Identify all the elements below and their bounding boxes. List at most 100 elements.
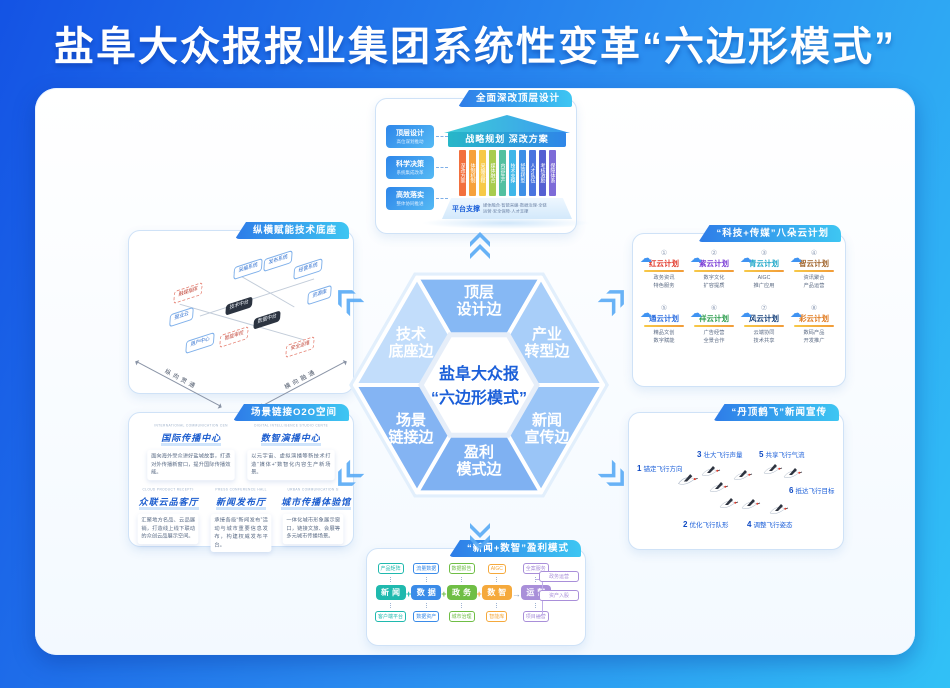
temple-base: 平台支撑 媒体融合·智能采编·数据治理·全链运营·安全保障·人才支撑 xyxy=(442,198,572,219)
design-box-sub: 系统集成改革 xyxy=(396,170,424,176)
crane-label-text: 共享飞行气流 xyxy=(765,452,805,459)
card-tab: 全面深改顶层设计 xyxy=(457,90,572,107)
flow-top-box: 数据报告 xyxy=(448,563,475,574)
crane-icon xyxy=(783,467,803,479)
base-text: 媒体融合·智能采编·数据治理·全链运营·安全保障·人才支撑 xyxy=(483,202,547,214)
cloud-number: ② xyxy=(710,250,718,257)
cloud-line: 特色服务 xyxy=(653,283,675,290)
arrow-up-icon xyxy=(470,232,490,259)
flow-connector: + xyxy=(476,588,482,599)
crane-icon xyxy=(701,465,721,477)
cloud-item: ☁ ④ 智云计划 资讯聚合 产品运营 xyxy=(790,250,837,291)
outcome-box: 政务运营 xyxy=(539,571,579,582)
flow-block: 数智 xyxy=(481,584,512,600)
flow-block: 政务 xyxy=(446,585,477,600)
crane-label-num: 2 xyxy=(683,520,688,529)
cloud-underline xyxy=(694,324,734,327)
tech-node: 资源库 xyxy=(307,284,332,305)
pillar: 采编流程 xyxy=(478,150,486,196)
cloud-number: ④ xyxy=(810,250,818,257)
pillar: 技术支撑 xyxy=(508,150,516,196)
section-en: INTERNATIONAL COMMUNICATION CENTER xyxy=(154,423,228,428)
design-box-sub: 高位谋划推动 xyxy=(396,139,424,145)
axis-line xyxy=(260,360,346,407)
cloud-underline xyxy=(644,324,684,327)
section-title: 城市传播体验馆 xyxy=(281,497,352,511)
flow-bottom-box: 数据资产 xyxy=(413,611,440,622)
edge-se: 新闻宣传边 xyxy=(524,411,570,446)
temple-roof-title: 战略规划 深改方案 xyxy=(448,132,566,147)
crane-label-num: 4 xyxy=(747,520,752,529)
pillar: 保障体系 xyxy=(548,150,556,196)
tech-node: 用户中心 xyxy=(185,331,215,354)
crane-icon xyxy=(733,469,753,481)
o2o-sections: INTERNATIONAL COMMUNICATION CENTER 国际传播中… xyxy=(137,423,352,559)
card-tab: “科技+传媒”八朵云计划 xyxy=(698,225,841,242)
crane-icon xyxy=(709,481,729,493)
tech-node: 报业云 xyxy=(169,306,194,327)
cloud-icon: ☁ xyxy=(790,305,802,320)
design-box-sub: 整体协同推进 xyxy=(396,201,424,207)
edge-ne: 产业转型边 xyxy=(524,325,570,360)
cloud-line: 资讯聚合 xyxy=(803,275,825,281)
cloud-underline xyxy=(744,324,784,327)
cloud-icon: ☁ xyxy=(640,251,652,265)
edge-sw: 场景链接边 xyxy=(388,411,434,446)
dotted-link xyxy=(390,577,391,582)
arrow-northwest-icon xyxy=(338,290,365,317)
arrow-southwest-icon xyxy=(338,459,365,486)
cloud-line: 推广应用 xyxy=(753,283,775,290)
tech-node: 融媒指挥 xyxy=(173,281,203,304)
card-o2o-scenes: 场景链接O2O空间 INTERNATIONAL COMMUNICATION CE… xyxy=(128,404,354,553)
profit-flow: 产品矩阵 新闻 客户端平台 + 流量数据 数据 数据资产 + 数据报告 政务 城… xyxy=(375,563,551,622)
dotted-link xyxy=(390,603,391,608)
cloud-icon: ☁ xyxy=(690,305,702,320)
section-title: 众联云品客厅 xyxy=(138,497,199,511)
pillar: 经营转型 xyxy=(518,150,526,196)
design-box: 科学决策 系统集成改革 xyxy=(386,156,434,179)
dashed-connector xyxy=(436,198,448,199)
card-top-level-design: 全面深改顶层设计 顶层设计 高位谋划推动 科学决策 系统集成改革 高效落实 整体… xyxy=(375,90,590,234)
card-tab: “丹顶鹤飞”新闻宣传 xyxy=(713,404,839,421)
flow-bottom-box: 项目运营 xyxy=(522,611,549,622)
flow-column: 数据报告 政务 城市治理 xyxy=(446,563,477,622)
design-box: 高效落实 整体协同推进 xyxy=(386,187,434,210)
section-en: DIGITAL INTELLIGENCE STUDIO CENTER xyxy=(254,423,328,428)
card-tab: 纵横赋能技术底座 xyxy=(234,222,349,239)
dotted-link xyxy=(535,577,537,582)
o2o-section: URBAN COMMUNICATION SPACE 城市传播体验馆 一体化城市形… xyxy=(281,487,352,553)
outcome-box: 资产入股 xyxy=(539,590,579,601)
flow-connector: + xyxy=(441,588,447,599)
cloud-line: 精品文创 xyxy=(653,329,675,336)
dashed-connector xyxy=(436,167,448,168)
section-text: 面向海外受众讲好盐城故事，打造对外传播新窗口，提升国际传播效能。 xyxy=(147,450,235,481)
tech-node: 经营系统 xyxy=(293,257,323,280)
cloud-number: ⑦ xyxy=(760,304,768,312)
cloud-line: 广告经营 xyxy=(703,329,725,336)
flow-block: 新闻 xyxy=(375,585,406,600)
crane-label-num: 5 xyxy=(759,450,764,459)
o2o-section: INTERNATIONAL COMMUNICATION CENTER 国际传播中… xyxy=(145,423,237,481)
section-title: 新闻发布厅 xyxy=(216,497,267,511)
crane-label-num: 6 xyxy=(789,486,794,495)
crane-label-text: 优化飞行队形 xyxy=(689,522,729,529)
cloud-line: 技术共享 xyxy=(753,337,775,344)
card-eight-clouds: “科技+传媒”八朵云计划 ☁ ① 红云计划 政务资讯 特色服务 ☁ ② 紫云计划… xyxy=(632,225,846,387)
edge-top: 顶层设计边 xyxy=(456,284,502,318)
cloud-icon: ☁ xyxy=(690,251,702,265)
tech-node: 采编系统 xyxy=(233,257,263,280)
crane-icon xyxy=(763,463,783,475)
hexagon-center-line2: “六边形模式” xyxy=(431,388,527,407)
axis-line xyxy=(136,360,222,407)
flow-bottom-box: 智能库 xyxy=(486,610,508,622)
edge-nw: 技术底座边 xyxy=(388,325,434,360)
cloud-line: 数码产品 xyxy=(803,329,825,336)
cloud-title: 红云计划 xyxy=(649,259,679,268)
cloud-number: ⑥ xyxy=(710,304,718,312)
cloud-grid: ☁ ① 红云计划 政务资讯 特色服务 ☁ ② 紫云计划 数字文化 扩容提质 ☁ … xyxy=(640,250,837,346)
cloud-item: ☁ ⑧ 彩云计划 数码产品 开发推广 xyxy=(790,305,837,346)
